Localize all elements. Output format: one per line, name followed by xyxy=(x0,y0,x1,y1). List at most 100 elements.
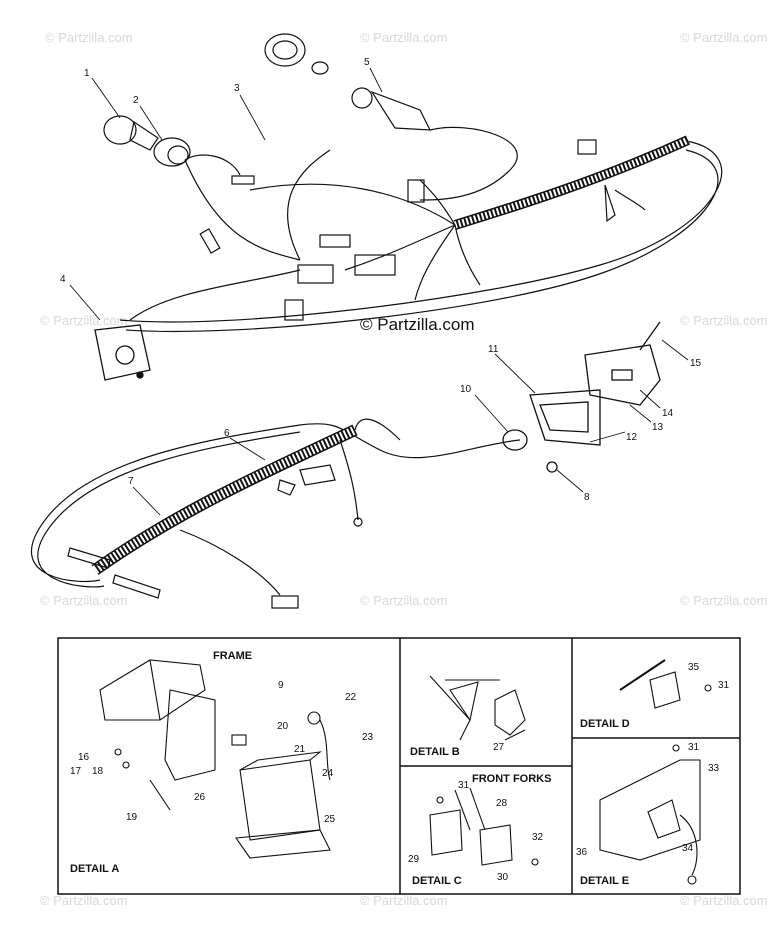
headlight-assembly xyxy=(103,115,191,167)
callout-19: 19 xyxy=(126,812,138,823)
connector xyxy=(284,299,304,321)
lower-corrugated-loom xyxy=(91,424,358,575)
taillight-socket-icon xyxy=(502,429,528,451)
callout-5: 5 xyxy=(364,57,370,68)
connector xyxy=(271,595,299,609)
callout-14: 14 xyxy=(662,408,674,419)
washer-icon xyxy=(311,61,329,75)
wire xyxy=(454,224,481,286)
callout-34: 34 xyxy=(682,843,694,854)
housing-slot xyxy=(611,369,633,381)
callout-15: 15 xyxy=(690,358,702,369)
fuse-holder xyxy=(231,734,247,746)
bulb-base xyxy=(129,121,159,151)
callout-36: 36 xyxy=(576,847,588,858)
mounting-plate xyxy=(599,759,701,861)
nut-icon xyxy=(436,796,444,804)
lens-inner xyxy=(539,401,589,433)
callout-17: 17 xyxy=(70,766,82,777)
detail-e: 31 33 34 36 DETAIL E xyxy=(576,742,720,887)
detail-b: 27 DETAIL B xyxy=(410,675,526,758)
callout-26: 26 xyxy=(194,792,206,803)
callout-24: 24 xyxy=(322,768,334,779)
callout-16: 16 xyxy=(78,752,90,763)
detail-outer-frame xyxy=(57,637,741,895)
connector xyxy=(407,179,425,203)
callout-1: 1 xyxy=(84,68,90,79)
wire xyxy=(287,149,331,261)
connector xyxy=(199,228,221,254)
screw-icon xyxy=(531,858,539,866)
watermark: © Partzilla.com xyxy=(45,30,133,45)
callout-21: 21 xyxy=(294,744,306,755)
frame-label: FRAME xyxy=(213,650,252,662)
flasher-icon xyxy=(647,799,681,839)
detail-d: 35 31 DETAIL D xyxy=(580,659,730,730)
battery-icon xyxy=(239,759,321,841)
switch-button xyxy=(136,371,144,379)
taillight-lens xyxy=(529,389,601,446)
watermark: © Partzilla.com xyxy=(680,593,768,608)
bracket-icon xyxy=(449,681,479,722)
boot-ring-icon xyxy=(264,33,306,67)
callout-32: 32 xyxy=(532,832,544,843)
watermark: © Partzilla.com xyxy=(680,30,768,45)
connector xyxy=(577,139,597,155)
relay-icon xyxy=(649,671,681,709)
switch-body xyxy=(370,90,431,131)
callout-31-e: 31 xyxy=(688,742,700,753)
terminal xyxy=(604,184,616,223)
watermark: © Partzilla.com xyxy=(40,593,128,608)
screw-icon xyxy=(639,321,661,351)
wire xyxy=(679,814,698,876)
bulb-icon xyxy=(103,115,137,145)
taillight-wire xyxy=(299,423,521,459)
watermark: © Partzilla.com xyxy=(40,313,128,328)
leader-lines xyxy=(69,67,689,516)
wire xyxy=(419,126,518,201)
battery-box xyxy=(164,689,216,781)
switch-housing-icon xyxy=(94,324,151,381)
switch-bore xyxy=(115,345,135,365)
watermark: © Partzilla.com xyxy=(360,30,448,45)
connector xyxy=(67,547,111,569)
callout-13: 13 xyxy=(652,422,664,433)
connector xyxy=(112,574,161,599)
battery-cable xyxy=(319,719,331,781)
connector xyxy=(277,479,296,496)
callout-4: 4 xyxy=(60,274,66,285)
fork-bracket xyxy=(429,809,463,856)
callout-9: 9 xyxy=(278,680,284,691)
lower-loop-wire xyxy=(30,424,301,582)
wire xyxy=(614,189,646,211)
wire xyxy=(419,179,456,226)
wire xyxy=(414,224,456,301)
callout-20: 20 xyxy=(277,721,289,732)
wire xyxy=(344,224,456,271)
boot-ring-inner xyxy=(272,40,298,60)
upper-harness xyxy=(119,126,723,333)
wire xyxy=(184,154,241,176)
callout-28: 28 xyxy=(496,798,508,809)
detail-c: FRONT FORKS 31 28 29 30 32 DETAIL C xyxy=(408,773,551,887)
ring-terminal xyxy=(353,517,363,527)
upper-loop-wire xyxy=(119,139,723,323)
frame-rail xyxy=(99,659,206,721)
wire xyxy=(354,418,401,441)
connector xyxy=(299,464,336,486)
nut-icon xyxy=(546,461,558,473)
relay-icon xyxy=(494,689,526,736)
connector xyxy=(297,264,334,284)
callout-31-d: 31 xyxy=(718,680,730,691)
connector xyxy=(319,234,351,248)
callout-31: 31 xyxy=(458,780,470,791)
callout-3: 3 xyxy=(234,83,240,94)
detail-e-title: DETAIL E xyxy=(580,875,629,887)
callout-29: 29 xyxy=(408,854,420,865)
wire xyxy=(179,529,281,596)
wire xyxy=(339,439,359,521)
callout-layer: 1 2 3 4 5 6 7 8 10 11 12 13 14 15 xyxy=(60,57,702,503)
connector xyxy=(231,175,255,185)
watermark: © Partzilla.com xyxy=(360,593,448,608)
connector xyxy=(687,875,697,885)
